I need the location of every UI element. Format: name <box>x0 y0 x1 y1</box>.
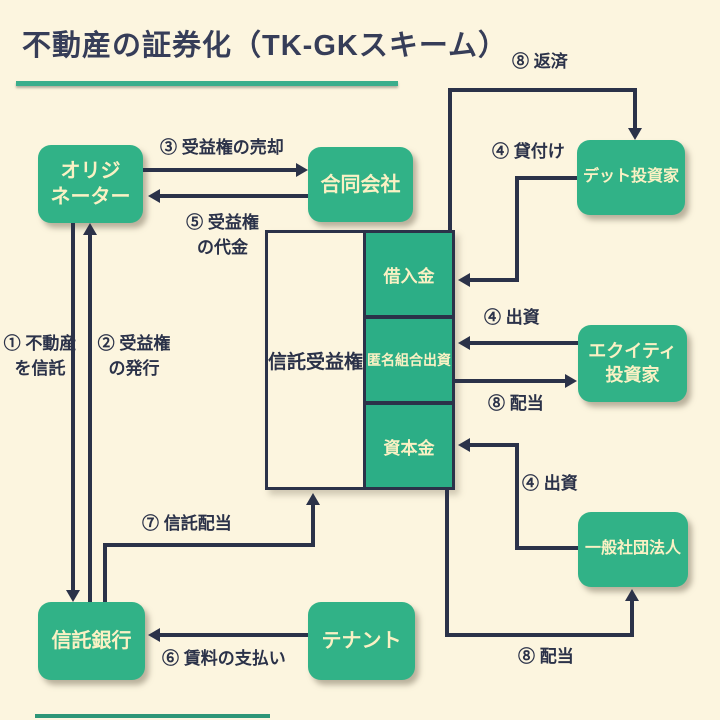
flow-label-4-ippan: ④ 出資 <box>522 474 578 493</box>
node-tenant: テナント <box>308 602 415 680</box>
cell-tk-investment: 匿名組合出資 <box>366 319 452 401</box>
arrow-repayment-line-h <box>448 88 637 92</box>
flow-label-6: ⑥ 賃料の支払い <box>162 649 286 668</box>
arrowhead-right-icon <box>565 374 577 388</box>
arrowhead-down-icon <box>628 128 642 140</box>
arrowhead-left-icon <box>148 189 160 203</box>
node-ippan-shadan-label: 一般社団法人 <box>584 540 681 558</box>
title-underline <box>16 81 398 86</box>
arrow-loan-line-h2 <box>470 278 519 282</box>
arrow-ippan-investment-line-v <box>515 443 519 550</box>
flow-label-8-equity: ⑧ 配当 <box>488 394 544 413</box>
arrow-payment-for-rights-line <box>160 194 308 198</box>
node-tenant-label: テナント <box>321 630 402 652</box>
arrow-ippan-dividend-line-v1 <box>445 490 449 637</box>
capital-structure-column: 借入金 匿名組合出資 資本金 <box>363 233 452 487</box>
arrow-sale-of-beneficiary-rights-line <box>143 168 296 172</box>
arrow-equity-investment-line <box>470 341 578 345</box>
trust-beneficiary-box: 信託受益権 借入金 匿名組合出資 資本金 <box>265 230 455 490</box>
arrowhead-up-icon <box>83 223 97 235</box>
arrow-ippan-dividend-line-v2 <box>630 601 634 637</box>
arrowhead-up-icon <box>306 493 320 505</box>
cell-borrowings: 借入金 <box>366 233 452 315</box>
flow-label-4-equity: ④ 出資 <box>484 308 540 327</box>
footer-accent-line <box>35 714 270 718</box>
arrow-repayment-line-v1 <box>448 88 452 232</box>
flow-label-1-line2: を信託 <box>14 358 66 378</box>
arrowhead-down-icon <box>66 590 80 602</box>
node-originator-label-line2: ネーター <box>50 186 131 208</box>
arrow-ippan-investment-line-h2 <box>470 443 519 447</box>
flow-label-1: ① 不動産 を信託 <box>2 332 78 381</box>
arrow-trust-dividend-line-h <box>103 543 315 547</box>
arrow-equity-dividend-line <box>455 379 565 383</box>
arrowhead-left-icon <box>148 628 160 642</box>
flow-label-5-line1: ⑤ 受益権 <box>186 213 259 232</box>
arrow-entrust-property-line <box>71 223 75 592</box>
node-trust-bank-label: 信託銀行 <box>51 630 132 652</box>
arrow-trust-dividend-line-v2 <box>311 505 315 547</box>
arrow-loan-line-h1 <box>519 176 577 180</box>
node-originator-label-line1: オリジ <box>60 160 121 182</box>
flow-label-3: ③ 受益権の売却 <box>160 138 284 157</box>
node-debt-investor-label: デット投資家 <box>582 168 679 186</box>
node-gk-company: 合同会社 <box>308 147 413 222</box>
arrowhead-left-icon <box>458 273 470 287</box>
flow-label-5-line2: の代金 <box>197 237 248 257</box>
arrow-issue-rights-line <box>88 235 92 602</box>
arrow-loan-line-v <box>515 176 519 282</box>
arrowhead-up-icon <box>625 589 639 601</box>
node-trust-bank: 信託銀行 <box>38 602 145 680</box>
arrow-rent-payment-line <box>160 633 308 637</box>
page-title: 不動産の証券化（TK-GKスキーム） <box>22 30 508 62</box>
flow-label-2-line2: の発行 <box>108 358 160 378</box>
flow-label-5: ⑤ 受益権 の代金 <box>165 211 280 260</box>
arrow-ippan-investment-line-h1 <box>515 546 578 550</box>
arrow-trust-dividend-line-v1 <box>103 547 107 602</box>
flow-label-7: ⑦ 信託配当 <box>142 514 232 533</box>
flow-label-2-line1: ② 受益権 <box>97 334 171 353</box>
node-equity-investor: エクイティ 投資家 <box>578 325 687 402</box>
cell-capital: 資本金 <box>366 405 452 487</box>
flow-label-8-repay: ⑧ 返済 <box>512 52 568 71</box>
arrow-ippan-dividend-line-h <box>445 633 634 637</box>
arrowhead-left-icon <box>458 336 470 350</box>
arrowhead-right-icon <box>296 163 308 177</box>
flow-label-2: ② 受益権 の発行 <box>94 332 174 381</box>
node-equity-investor-label-line2: 投資家 <box>605 364 660 385</box>
node-debt-investor: デット投資家 <box>577 140 685 215</box>
node-gk-company-label: 合同会社 <box>320 173 401 196</box>
node-ippan-shadan: 一般社団法人 <box>578 512 688 587</box>
arrow-repayment-line-v2 <box>633 92 637 130</box>
arrowhead-left-icon <box>458 438 470 452</box>
node-originator: オリジ ネーター <box>38 145 143 223</box>
flow-label-4-loan: ④ 貸付け <box>492 142 565 161</box>
node-equity-investor-label-line1: エクイティ <box>588 341 677 362</box>
flow-label-8-ippan: ⑧ 配当 <box>518 647 574 666</box>
flow-label-1-line1: ① 不動産 <box>3 334 77 353</box>
trust-beneficiary-label: 信託受益権 <box>268 351 364 373</box>
